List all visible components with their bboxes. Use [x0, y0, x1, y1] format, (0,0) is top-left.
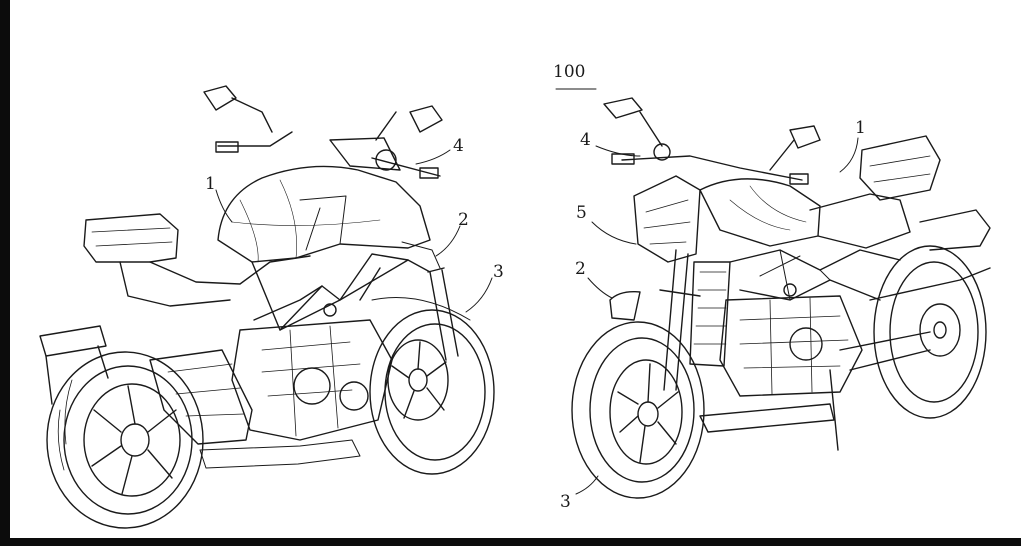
right-rear-rack — [919, 209, 991, 251]
left-label-4-handlebar: 4 — [453, 136, 464, 156]
left-radiator-shroud — [371, 241, 471, 321]
right-trellis-frame — [729, 249, 901, 301]
left-label-3-front-wheel: 3 — [493, 262, 504, 282]
left-leader-lines — [215, 149, 493, 313]
right-fuel-tank — [699, 135, 941, 249]
left-fuel-tank — [217, 137, 431, 263]
left-trellis-frame — [251, 253, 431, 331]
right-label-4-handlebar: 4 — [580, 130, 591, 150]
right-leader-lines — [555, 88, 859, 495]
right-label-2-front-fairing: 2 — [575, 259, 586, 279]
reference-numeral-100: 100 — [553, 62, 586, 82]
right-label-3-front-wheel: 3 — [560, 492, 571, 512]
right-front-wheel — [571, 321, 705, 499]
left-exhaust — [149, 349, 253, 445]
right-swingarm — [839, 267, 991, 371]
screen-border-left — [0, 0, 10, 546]
left-label-1-tank: 1 — [205, 174, 216, 194]
right-label-1-tank: 1 — [855, 118, 866, 138]
left-front-fork — [427, 267, 459, 361]
left-engine — [199, 319, 393, 469]
right-label-5-headlight: 5 — [576, 203, 587, 223]
left-motorcycle — [39, 85, 495, 529]
right-motorcycle — [571, 97, 991, 499]
left-rear-wheel — [46, 351, 204, 529]
right-engine — [699, 295, 863, 451]
left-label-2-frame: 2 — [458, 210, 469, 230]
right-handlebar-mirrors — [603, 97, 821, 185]
left-tail-section — [39, 213, 311, 405]
left-front-wheel — [369, 309, 495, 475]
right-rear-wheel — [873, 245, 987, 419]
screen-border-bottom — [0, 538, 1021, 546]
right-headlight-fairing — [609, 175, 701, 321]
left-handlebar-mirrors — [203, 85, 443, 179]
